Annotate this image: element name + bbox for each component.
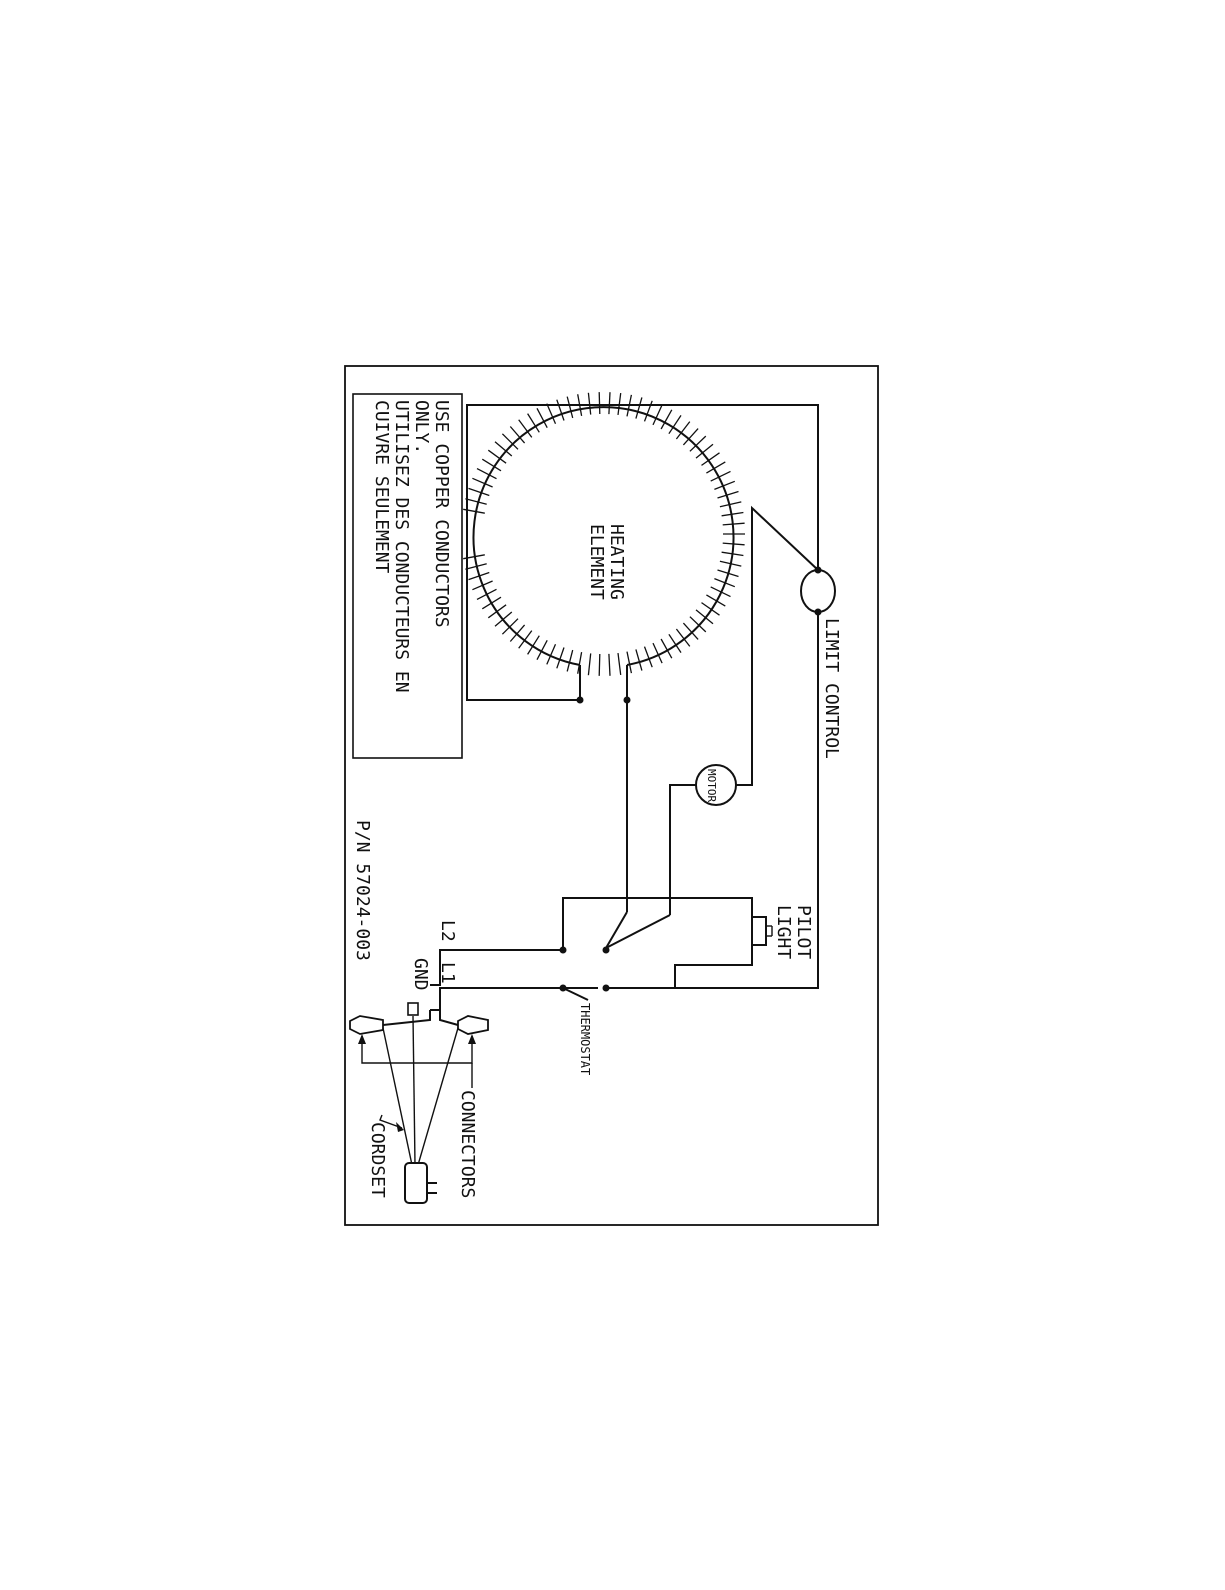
coil-tick bbox=[609, 654, 610, 676]
coil-tick bbox=[588, 653, 590, 675]
junction-dot-8 bbox=[603, 985, 610, 992]
lead-l2-to-nut bbox=[383, 1010, 430, 1025]
l1-label: L1 bbox=[437, 962, 458, 984]
thermostat-blade bbox=[563, 988, 588, 1000]
l2-label: L2 bbox=[437, 920, 458, 942]
junction-dot-1 bbox=[815, 567, 822, 574]
connectors-bracket bbox=[362, 1036, 472, 1063]
junction-dot-7 bbox=[560, 985, 567, 992]
limit-control bbox=[801, 567, 835, 616]
part-number: P/N 57024-003 bbox=[352, 820, 373, 961]
heating-element-label-line-2: ELEMENT bbox=[586, 524, 607, 600]
coil-tick bbox=[567, 650, 573, 671]
coil-tick bbox=[599, 392, 600, 414]
pilot-light-label: PILOT LIGHT bbox=[773, 905, 814, 959]
notice-line-2: ONLY. bbox=[411, 400, 432, 454]
coil-tick bbox=[519, 631, 532, 649]
notice-line-1: USE COPPER CONDUCTORS bbox=[431, 400, 452, 628]
coil-tick bbox=[547, 404, 556, 424]
gnd-label: GND bbox=[410, 958, 431, 991]
junction-dot-2 bbox=[815, 609, 822, 616]
wire-l1 bbox=[430, 988, 563, 1010]
junction-dot-4 bbox=[624, 697, 631, 704]
coil-tick bbox=[723, 523, 745, 525]
coil-tick bbox=[488, 605, 506, 618]
coil-tick bbox=[653, 405, 662, 425]
connectors-label: CONNECTORS bbox=[457, 1090, 478, 1198]
wire-element-to-limit bbox=[467, 405, 818, 700]
pilot-light-label-line-2: LIGHT bbox=[773, 905, 794, 959]
limit-control-label: LIMIT CONTROL bbox=[821, 618, 842, 759]
wire-limit-to-motor bbox=[735, 508, 818, 785]
coil-tick bbox=[482, 597, 501, 609]
notice-text: USE COPPER CONDUCTORS ONLY. UTILISEZ DES… bbox=[371, 400, 452, 693]
coil-tick bbox=[636, 397, 642, 418]
diagram-border bbox=[345, 366, 878, 1225]
lead-l1-to-nut bbox=[440, 988, 458, 1025]
wire-motor-to-switch bbox=[670, 785, 700, 898]
wire-nut-right bbox=[458, 1016, 488, 1034]
plug-body bbox=[405, 1163, 427, 1203]
coil-tick bbox=[645, 401, 653, 422]
coil-tick bbox=[477, 469, 497, 479]
notice-line-4: CUIVRE SEULEMENT bbox=[371, 400, 392, 574]
wire-to-pilot bbox=[670, 898, 752, 917]
motor-label: MOTOR bbox=[705, 769, 718, 802]
junction-dot-6 bbox=[603, 947, 610, 954]
heating-element-label-line-1: HEATING bbox=[606, 524, 627, 600]
notice-line-3: UTILISEZ DES CONDUCTEURS EN bbox=[391, 400, 412, 693]
motor: MOTOR bbox=[696, 765, 736, 805]
limit-control-symbol bbox=[801, 570, 835, 612]
heating-element-label: HEATING ELEMENT bbox=[586, 524, 627, 600]
cord-wire-3 bbox=[418, 1028, 458, 1165]
coil-tick bbox=[588, 393, 590, 415]
coil-tick bbox=[645, 647, 653, 668]
coil-tick bbox=[519, 420, 532, 438]
coil-tick bbox=[472, 478, 492, 487]
coil-tick bbox=[723, 543, 745, 545]
cordset-label: CORDSET bbox=[367, 1122, 388, 1198]
thermostat-label: THERMOSTAT bbox=[578, 1003, 592, 1075]
coil-tick bbox=[599, 654, 600, 676]
pilot-light-label-line-1: PILOT bbox=[793, 905, 814, 959]
wire-pilot-to-thermostat bbox=[675, 945, 752, 988]
coil-tick bbox=[567, 397, 573, 418]
coil-tick bbox=[702, 603, 720, 616]
wire-nut-left bbox=[350, 1016, 383, 1034]
cordset-plug bbox=[405, 1163, 437, 1203]
junction-dot-3 bbox=[577, 697, 584, 704]
coil-tick bbox=[477, 589, 497, 599]
connector-left bbox=[350, 1016, 383, 1034]
arrow-right bbox=[468, 1034, 476, 1044]
coil-tick bbox=[557, 400, 564, 421]
coil-tick bbox=[618, 653, 621, 675]
gnd-terminal bbox=[408, 1003, 418, 1015]
coil-tick bbox=[636, 649, 642, 670]
arrow-left bbox=[358, 1034, 366, 1044]
pilot-light-lamp bbox=[752, 917, 766, 945]
junction-dot-5 bbox=[560, 947, 567, 954]
cord-wire-2 bbox=[413, 1016, 415, 1165]
coil-tick bbox=[609, 392, 610, 414]
coil-tick bbox=[465, 499, 486, 504]
connector-right bbox=[458, 1016, 488, 1034]
coil-tick bbox=[469, 488, 490, 495]
